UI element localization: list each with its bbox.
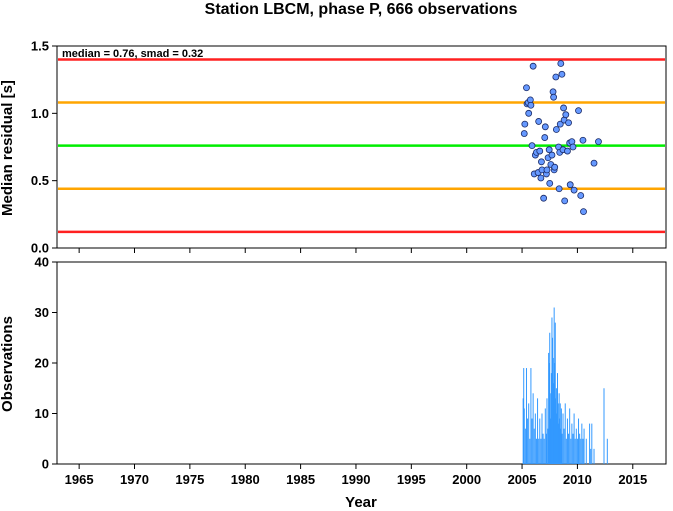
x-tick-label: 1965 [65,472,94,487]
data-point [536,147,544,155]
data-point [570,186,578,194]
data-point [548,151,556,159]
data-point [556,120,564,128]
bottom-y-axis-title: Observations [0,316,16,412]
data-point [569,143,577,151]
data-point [568,138,576,146]
data-point [566,181,574,189]
x-tick-label: 1985 [286,472,315,487]
y-tick-label: 1.5 [31,39,49,54]
data-point [529,62,537,70]
data-point [550,93,558,101]
y-tick-label: 1.0 [31,106,49,121]
x-tick-label: 1975 [175,472,204,487]
data-point [538,158,545,166]
data-point [528,142,536,150]
x-tick-label: 2015 [618,472,647,487]
data-point [520,130,528,137]
x-tick-label: 1980 [231,472,260,487]
data-point [523,84,530,92]
data-point [577,192,585,199]
y-tick-label: 20 [35,356,49,371]
bottom-panel-frame [56,261,667,465]
data-point [560,104,567,112]
data-point [552,73,560,81]
top-y-axis-title: Median residual [s] [0,80,16,216]
data-point [521,120,529,128]
data-point [541,123,549,131]
data-point [545,146,553,154]
x-tick-label: 2000 [452,472,481,487]
data-point [540,194,548,202]
data-point [595,138,602,146]
data-point [561,197,569,205]
data-point [525,109,533,117]
data-point [555,185,563,193]
y-tick-label: 10 [35,406,49,421]
top-panel: 0.00.51.01.5 median = 0.76, smad = 0.32 … [0,39,667,256]
data-point [557,60,565,67]
data-point [537,174,545,182]
x-tick-label: 2010 [563,472,592,487]
x-axis-title: Year [345,494,377,511]
data-point [590,159,598,167]
data-point [565,119,572,127]
data-point [535,118,543,125]
data-point [527,101,535,109]
data-point [541,134,549,141]
data-point [575,107,582,115]
x-tick-label: 1970 [120,472,149,487]
data-point [580,208,587,216]
y-tick-label: 0.5 [31,173,49,188]
data-point [546,179,554,187]
y-tick-label: 30 [35,305,49,320]
data-point [552,126,560,133]
stats-annotation: median = 0.76, smad = 0.32 [62,48,203,60]
y-tick-label: 0 [42,457,49,472]
x-tick-label: 1990 [342,472,371,487]
data-point [579,136,587,144]
data-point [558,70,566,78]
data-point [564,147,571,155]
chart-title: Station LBCM, phase P, 666 observations [205,1,518,18]
data-point [551,163,559,171]
x-tick-label: 2005 [508,472,537,487]
y-tick-label: 0.0 [31,241,49,256]
data-point [543,166,551,174]
bottom-panel: 0 10 20 30 40 1965 1970 1975 1980 1985 1990 1995 200… [0,255,667,511]
y-tick-label: 40 [35,255,49,270]
data-point [562,111,570,119]
x-tick-label: 1995 [397,472,426,487]
